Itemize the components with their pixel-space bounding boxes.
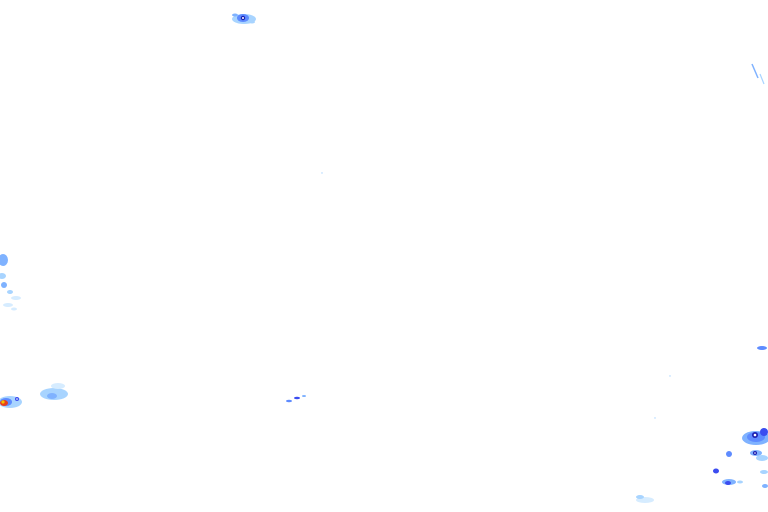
echo-fragment bbox=[249, 20, 255, 24]
echo-moderate bbox=[0, 254, 8, 266]
echo-heavy bbox=[760, 428, 768, 436]
echo-fragment bbox=[232, 13, 238, 17]
echo-heavy bbox=[725, 481, 731, 485]
echo-core-center bbox=[16, 398, 18, 400]
echo-very-light bbox=[11, 296, 21, 300]
echo-moderate bbox=[726, 451, 732, 457]
echo-speck bbox=[669, 375, 671, 377]
echo-light bbox=[302, 395, 306, 397]
echo-cell-top bbox=[232, 13, 256, 24]
echo-speck bbox=[654, 417, 656, 419]
echo-light bbox=[0, 273, 6, 279]
echo-cluster-left-edge bbox=[0, 254, 21, 311]
echo-very-light bbox=[3, 303, 13, 307]
echo-cluster-bottom-right bbox=[636, 428, 768, 503]
echo-light bbox=[762, 484, 768, 488]
echo-core-center bbox=[753, 433, 757, 437]
echo-heavy bbox=[713, 468, 719, 474]
echo-light bbox=[756, 455, 768, 461]
echo-light bbox=[1, 282, 7, 288]
echo-streak bbox=[759, 73, 765, 85]
echo-heavy bbox=[294, 396, 300, 400]
echo-streak bbox=[751, 63, 759, 79]
echo-core-center bbox=[242, 17, 244, 19]
echo-light bbox=[737, 480, 743, 484]
echo-streak-center bbox=[286, 395, 306, 403]
echo-core-center bbox=[754, 452, 756, 454]
echo-moderate-light bbox=[47, 393, 57, 399]
echo-streak-top-right bbox=[751, 63, 765, 85]
echo-cell-left-lower bbox=[0, 383, 68, 408]
echo-light bbox=[760, 470, 768, 474]
echo-moderate bbox=[286, 399, 292, 403]
echo-moderate bbox=[757, 346, 767, 350]
echo-very-light bbox=[51, 383, 65, 389]
echo-very-light bbox=[11, 307, 17, 311]
echo-extreme bbox=[1, 400, 5, 404]
echo-speck bbox=[321, 172, 323, 174]
echo-light bbox=[7, 290, 13, 294]
echo-light bbox=[636, 495, 644, 499]
